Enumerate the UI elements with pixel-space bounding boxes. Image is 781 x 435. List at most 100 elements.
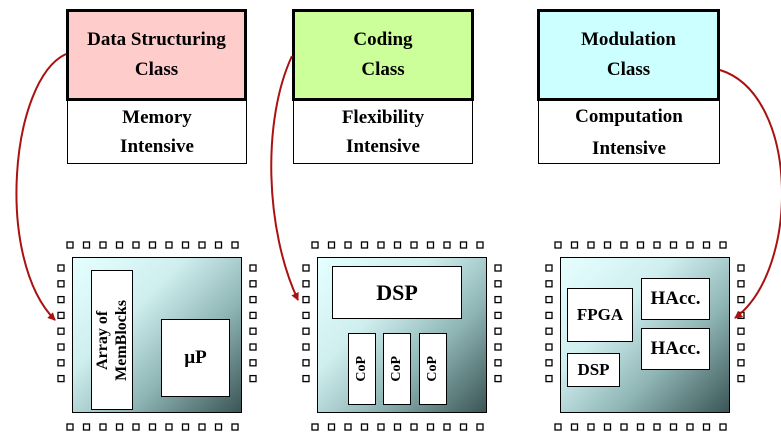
chip-pin	[620, 241, 628, 249]
chip-pin	[443, 241, 451, 249]
chip-pin	[702, 423, 711, 431]
chip-pin	[249, 280, 257, 288]
chip-pin	[426, 241, 435, 249]
chip-pin	[249, 327, 257, 335]
microprocessor-block: µP	[161, 319, 230, 397]
chip-pin	[737, 295, 745, 304]
chip-pin	[686, 241, 694, 249]
chip-pin	[494, 264, 502, 272]
cop-block: CoP	[419, 333, 447, 405]
chip-pin	[302, 280, 310, 288]
chip-pin	[443, 423, 451, 431]
chip-pin	[393, 241, 402, 249]
hacc-block: HAcc.	[641, 278, 710, 320]
chip-pin	[165, 241, 173, 249]
chip-pin	[459, 241, 468, 249]
chip-pin	[82, 423, 91, 431]
chip-pin	[57, 343, 65, 351]
chip-pin	[302, 295, 310, 304]
hacc-block: HAcc.	[641, 328, 710, 370]
chip-pin	[181, 423, 190, 431]
chip-pin	[99, 241, 107, 249]
chip-pin	[231, 241, 239, 249]
chip-pin	[459, 423, 468, 431]
chip-pin	[249, 374, 257, 383]
dsp-block: DSP	[332, 266, 462, 319]
cop-block: CoP	[383, 333, 411, 405]
chip-pin	[737, 280, 745, 288]
intensity-box-computation: Computation Intensive	[538, 100, 720, 164]
chip-pin	[302, 374, 310, 383]
arrow-coding-to-coding-chip	[270, 55, 299, 301]
intensity-line-2: Intensive	[592, 138, 666, 160]
memblock-array: Array of MemBlocks	[91, 270, 133, 410]
chip-pin	[669, 423, 678, 431]
chip-computation: FPGA HAcc. HAcc. DSP	[543, 235, 748, 435]
intensity-line-1: Flexibility	[341, 107, 425, 128]
chip-pin	[66, 241, 74, 249]
intensity-box-flexibility: Flexibility Intensive	[293, 100, 473, 164]
chip-pin	[545, 295, 553, 304]
chip-pin	[198, 241, 206, 249]
cop-block: CoP	[348, 333, 376, 405]
chip-pin	[302, 264, 310, 272]
chip-pin	[737, 327, 745, 335]
chip-pin	[360, 423, 369, 431]
chip-pin	[115, 241, 124, 249]
chip-pin	[587, 423, 595, 431]
chip-pin	[249, 311, 257, 320]
chip-pin	[148, 241, 157, 249]
chip-pin	[494, 359, 502, 367]
chip-pin	[494, 295, 502, 304]
chip-pin	[393, 423, 402, 431]
chip-pin	[214, 423, 223, 431]
intensity-line-2: Intensive	[346, 136, 420, 158]
class-box-modulation: Modulation Class	[537, 9, 720, 101]
chip-pin	[57, 311, 65, 320]
chip-pin	[494, 280, 502, 288]
chip-pin	[302, 327, 310, 335]
chip-pin	[587, 241, 595, 249]
chip-pin	[669, 241, 678, 249]
chip-pin	[545, 327, 553, 335]
intensity-line-1: Computation	[575, 106, 683, 127]
chip-pin	[302, 359, 310, 367]
chip-pin	[494, 327, 502, 335]
chip-pin	[249, 343, 257, 351]
chip-pin	[249, 264, 257, 272]
fpga-block: FPGA	[567, 288, 633, 342]
chip-pin	[231, 423, 239, 431]
chip-pin	[132, 423, 140, 431]
arrow-data-structuring-to-memory-chip	[15, 53, 67, 321]
chip-pin	[99, 423, 107, 431]
chip-pin	[554, 423, 562, 431]
class-box-coding: Coding Class	[292, 9, 474, 101]
chip-pin	[360, 241, 369, 249]
chip-pin	[410, 241, 418, 249]
chip-pin	[653, 241, 661, 249]
chip-pin	[494, 343, 502, 351]
chip-pin	[181, 241, 190, 249]
chip-pin	[148, 423, 157, 431]
chip-memory: Array of MemBlocks µP	[55, 235, 260, 435]
chip-pin	[570, 241, 579, 249]
chip-pin	[249, 359, 257, 367]
chip-pin	[554, 241, 562, 249]
chip-pin	[603, 423, 612, 431]
chip-pin	[132, 241, 140, 249]
chip-pin	[57, 280, 65, 288]
chip-pin	[545, 374, 553, 383]
chip-pin	[249, 295, 257, 304]
chip-pin	[737, 359, 745, 367]
chip-pin	[214, 241, 223, 249]
chip-pin	[636, 241, 645, 249]
chip-pin	[115, 423, 124, 431]
chip-pin	[494, 311, 502, 320]
chip-pin	[545, 264, 553, 272]
chip-pin	[165, 423, 173, 431]
chip-pin	[737, 374, 745, 383]
intensity-line-1: Memory	[122, 107, 192, 128]
chip-pin	[702, 241, 711, 249]
chip-pin	[719, 423, 727, 431]
